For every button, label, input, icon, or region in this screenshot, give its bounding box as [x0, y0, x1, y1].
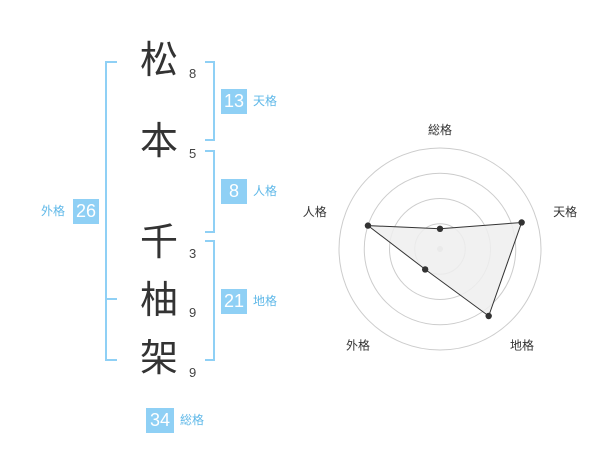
name-char-1: 松 — [139, 38, 178, 82]
radar-area — [366, 221, 523, 317]
name-char-4: 柚 — [139, 278, 178, 322]
chikaku-bracket — [205, 240, 215, 361]
radar-ring — [363, 172, 517, 326]
soukaku-label: 総格 — [180, 413, 205, 427]
gaikaku-value: 26 — [73, 199, 99, 224]
radar-point — [364, 222, 372, 229]
radar-axis-label: 人格 — [303, 204, 327, 219]
stroke-count-2: 5 — [189, 146, 197, 161]
radar-axis-label: 総格 — [428, 122, 452, 137]
gaikaku-label: 外格 — [41, 204, 66, 218]
jinkaku-bracket — [205, 150, 215, 233]
jinkaku-value: 8 — [221, 179, 247, 204]
jinkaku-label: 人格 — [253, 184, 278, 198]
radar-axis-label: 地格 — [510, 337, 534, 352]
name-char-5: 架 — [139, 336, 178, 380]
gaikaku-bracket-tick — [105, 298, 117, 300]
stroke-count-3: 3 — [189, 246, 197, 261]
tenkaku-bracket — [205, 61, 215, 141]
chikaku-value: 21 — [221, 289, 247, 314]
radar-points — [364, 219, 525, 320]
tenkaku-label: 天格 — [253, 94, 278, 108]
radar-point — [421, 266, 429, 273]
name-char-2: 本 — [139, 119, 178, 163]
gaikaku-bracket — [105, 61, 117, 361]
name-char-3: 千 — [139, 220, 178, 264]
radar-axis-label: 外格 — [346, 337, 370, 352]
radar-point — [436, 225, 444, 232]
tenkaku-value: 13 — [221, 89, 247, 114]
radar-point — [518, 219, 525, 226]
soukaku-value: 34 — [146, 408, 174, 433]
radar-point — [485, 312, 492, 320]
chikaku-label: 地格 — [253, 294, 278, 308]
stroke-count-1: 8 — [189, 66, 197, 81]
stroke-count-4: 9 — [189, 305, 197, 320]
radar-ring — [338, 147, 542, 351]
stroke-count-5: 9 — [189, 365, 197, 380]
radar-axis-label: 天格 — [553, 204, 577, 219]
